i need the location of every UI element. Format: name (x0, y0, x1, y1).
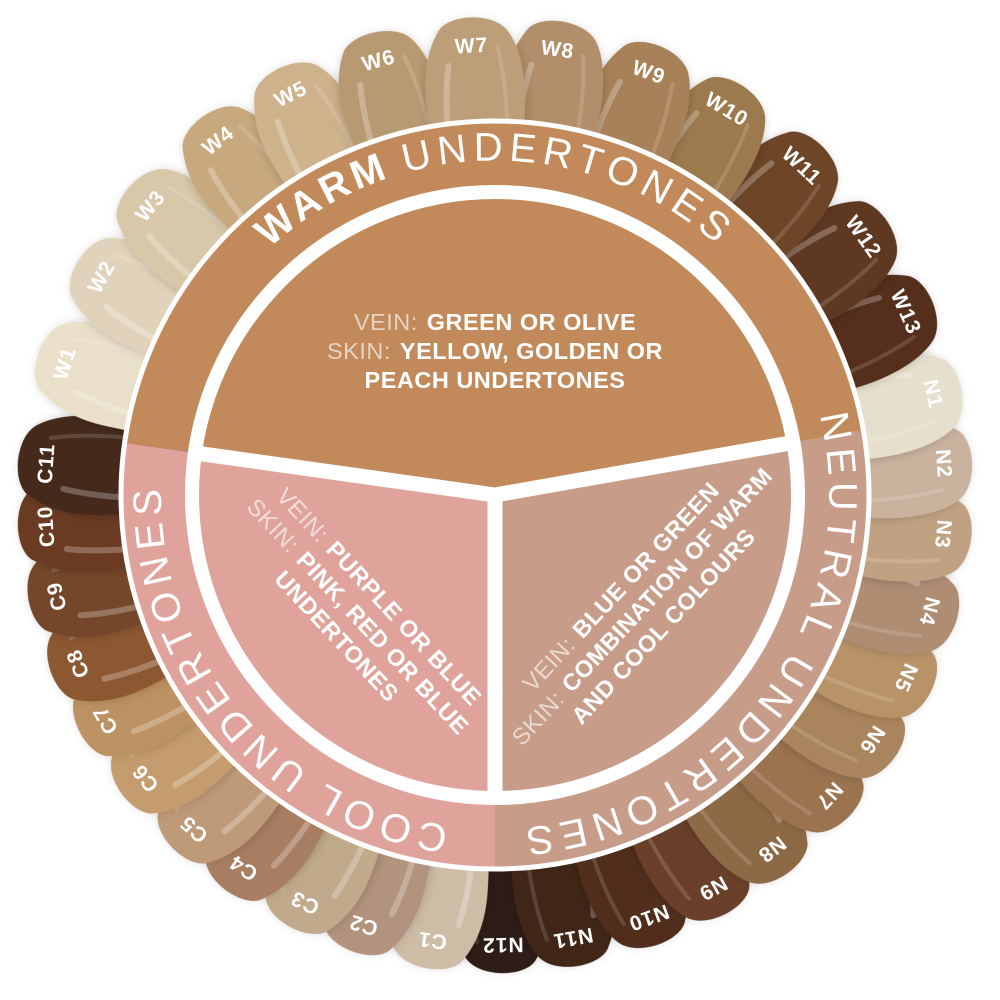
swatch-label: W7 (454, 34, 489, 59)
cool-sector (120, 442, 495, 869)
swatch-label: W8 (539, 36, 575, 63)
svg-text:SKIN:YELLOW, GOLDEN OR: SKIN:YELLOW, GOLDEN OR (327, 338, 663, 364)
warm-description: VEIN:GREEN OR OLIVE SKIN:YELLOW, GOLDEN … (327, 309, 663, 393)
outer-rim-line (118, 118, 872, 872)
swatch-label: C1 (417, 927, 449, 954)
swatch-label: C11 (34, 443, 60, 485)
divider-warm-cool (186, 444, 497, 503)
swatch-label: N12 (482, 933, 524, 957)
divider-warm-neutral (493, 433, 802, 503)
swatch-label: C10 (34, 505, 60, 548)
swatch-label: N2 (931, 448, 956, 478)
swatch-label: N3 (930, 519, 955, 550)
svg-text:PEACH UNDERTONES: PEACH UNDERTONES (365, 367, 626, 393)
svg-text:VEIN:GREEN OR OLIVE: VEIN:GREEN OR OLIVE (354, 309, 636, 335)
warm-sector (124, 120, 864, 496)
neutral-sector (495, 430, 869, 869)
undertone-disc (118, 118, 872, 872)
inner-ring-line (185, 185, 805, 805)
